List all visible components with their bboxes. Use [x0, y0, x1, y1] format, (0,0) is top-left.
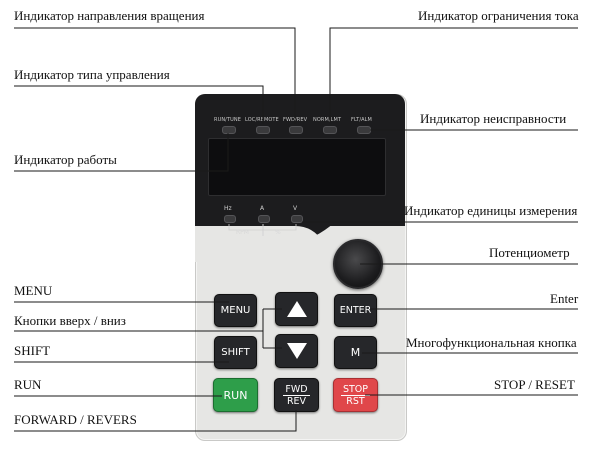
norm-lmt-led: [323, 126, 337, 134]
leader-current-limit: [329, 27, 578, 124]
down-button[interactable]: [275, 334, 318, 368]
label-rotation-indicator: Индикатор направления вращения: [14, 8, 205, 23]
label-current-limit-indicator: Индикатор ограничения тока: [418, 8, 579, 23]
label-stop-reset: STOP / RESET: [494, 377, 575, 392]
label-forward-revers: FORWARD / REVERS: [14, 412, 137, 427]
indicator-label-norm-lmt: NORM/LMT: [313, 117, 342, 123]
unit-label-v: V: [293, 205, 298, 212]
a-led: [258, 215, 270, 223]
leader-control-type: [14, 85, 264, 124]
unit-label-a: A: [260, 205, 265, 212]
arrow-up-icon: [286, 301, 307, 317]
enter-button[interactable]: ENTER: [334, 294, 377, 327]
label-fault-indicator: Индикатор неисправности: [420, 111, 567, 126]
unit-label-rpm: RPM: [236, 229, 249, 236]
label-shift: SHIFT: [14, 343, 51, 358]
fwd-label: FWD: [283, 383, 310, 396]
label-run: RUN: [14, 377, 42, 392]
menu-button[interactable]: MENU: [214, 294, 257, 327]
indicator-label-flt-alm: FLT/ALM: [351, 117, 372, 123]
v-led: [291, 215, 303, 223]
leader-rotation: [14, 27, 296, 124]
unit-label-percent: %: [275, 229, 281, 236]
leader-run-indicator: [14, 133, 229, 172]
rst-label: RST: [346, 395, 365, 407]
label-run-indicator: Индикатор работы: [14, 152, 117, 167]
unit-label-hz: Hz: [224, 205, 232, 212]
led-display: [208, 138, 386, 196]
label-multifunction: Многофункциональная кнопка: [406, 335, 577, 350]
label-control-type-indicator: Индикатор типа управления: [14, 67, 170, 82]
indicator-label-loc-remote: LOC/REMOTE: [245, 117, 279, 123]
arrow-down-icon: [286, 343, 307, 359]
shift-button[interactable]: SHIFT: [214, 336, 257, 369]
run-button[interactable]: RUN: [213, 378, 258, 412]
rev-label: REV: [286, 395, 307, 407]
label-enter: Enter: [550, 291, 579, 306]
leader-forward-revers: [14, 410, 297, 432]
indicator-label-run-tune: RUN/TUNE: [214, 117, 241, 123]
label-up-down: Кнопки вверх / вниз: [14, 313, 126, 328]
label-potentiometer: Потенциометр: [489, 245, 570, 260]
loc-remote-led: [256, 126, 270, 134]
fwd-rev-led: [289, 126, 303, 134]
stop-label: STOP: [340, 383, 371, 396]
run-tune-led: [222, 126, 236, 134]
hz-led: [224, 215, 236, 223]
label-menu: MENU: [14, 283, 53, 298]
label-unit-indicator: Индикатор единицы измерения: [404, 203, 578, 218]
